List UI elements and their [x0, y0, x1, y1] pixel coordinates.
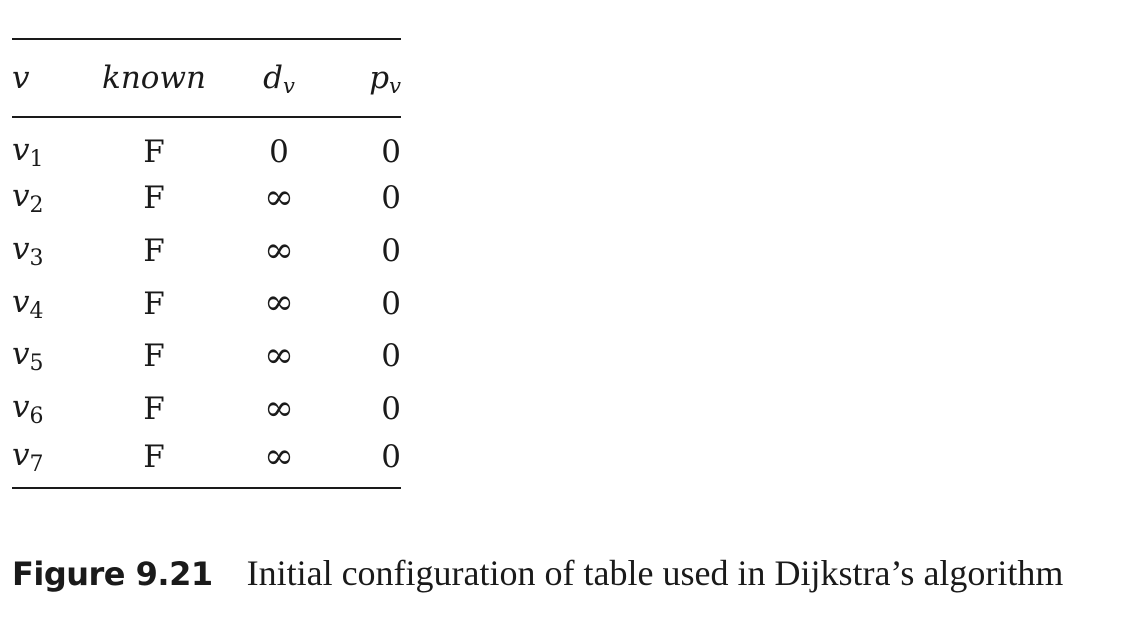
known-cell: F — [74, 277, 234, 330]
known-cell-value: F — [143, 233, 165, 270]
vertex-subscript: 1 — [29, 147, 44, 172]
path-cell: 0 — [324, 277, 401, 330]
table-row: v1 F 0 0 — [12, 117, 401, 172]
header-known-symbol: known — [102, 60, 206, 96]
vertex-subscript: 5 — [29, 351, 44, 377]
vertex-subscript: 4 — [29, 298, 44, 324]
distance-cell-value: 0 — [269, 134, 289, 170]
known-cell-value: F — [143, 391, 165, 428]
header-path-subscript: v — [389, 74, 401, 98]
table-row: v2 F ∞ 0 — [12, 172, 401, 225]
path-cell: 0 — [324, 435, 401, 488]
table-row: v4 F ∞ 0 — [12, 277, 401, 330]
distance-cell: ∞ — [234, 330, 324, 383]
path-cell-value: 0 — [381, 439, 401, 476]
vertex-subscript: 3 — [29, 246, 44, 272]
header-known: known — [74, 39, 234, 117]
distance-cell-value: ∞ — [264, 176, 294, 218]
known-cell: F — [74, 330, 234, 383]
distance-cell: ∞ — [234, 277, 324, 330]
path-cell-value: 0 — [381, 285, 401, 322]
vertex-cell: v7 — [12, 435, 74, 488]
header-vertex: v — [12, 39, 74, 117]
path-cell-value: 0 — [381, 180, 401, 217]
known-cell: F — [74, 172, 234, 225]
distance-cell: ∞ — [234, 172, 324, 225]
known-cell-value: F — [143, 338, 165, 375]
vertex-subscript: 7 — [29, 452, 44, 478]
known-cell-value: F — [143, 180, 165, 217]
vertex-cell: v3 — [12, 225, 74, 278]
known-cell-value: F — [143, 134, 165, 170]
header-row: v known dv pv — [12, 39, 401, 117]
vertex-name: v — [12, 231, 30, 268]
vertex-name: v — [12, 132, 30, 168]
vertex-cell: v6 — [12, 383, 74, 436]
known-cell-value: F — [143, 285, 165, 322]
table-row: v3 F ∞ 0 — [12, 225, 401, 278]
known-cell: F — [74, 435, 234, 488]
caption-label: Figure 9.21 — [12, 555, 213, 593]
vertex-name: v — [12, 336, 30, 373]
caption-text: Initial configuration of table used in D… — [246, 553, 1064, 593]
vertex-cell: v5 — [12, 330, 74, 383]
vertex-name: v — [12, 178, 30, 215]
vertex-subscript: 2 — [29, 193, 44, 219]
vertex-cell: v1 — [12, 117, 74, 172]
distance-cell: ∞ — [234, 435, 324, 488]
vertex-name: v — [12, 389, 30, 426]
figure-caption: Figure 9.21 Initial configuration of tabl… — [12, 552, 1063, 594]
table-row: v6 F ∞ 0 — [12, 383, 401, 436]
distance-cell: ∞ — [234, 225, 324, 278]
path-cell-value: 0 — [381, 233, 401, 270]
path-cell: 0 — [324, 117, 401, 172]
path-cell-value: 0 — [381, 338, 401, 375]
vertex-subscript: 6 — [29, 404, 44, 430]
vertex-name: v — [12, 283, 30, 320]
header-distance-symbol: d — [263, 60, 283, 96]
distance-cell: ∞ — [234, 383, 324, 436]
known-cell: F — [74, 117, 234, 172]
distance-cell-value: ∞ — [264, 435, 294, 477]
header-distance-subscript: v — [282, 74, 295, 98]
distance-cell-value: ∞ — [264, 387, 294, 429]
distance-cell: 0 — [234, 117, 324, 172]
vertex-cell: v4 — [12, 277, 74, 330]
distance-cell-value: ∞ — [264, 229, 294, 271]
table-row: v5 F ∞ 0 — [12, 330, 401, 383]
path-cell: 0 — [324, 383, 401, 436]
path-cell-value: 0 — [381, 391, 401, 428]
path-cell-value: 0 — [381, 134, 401, 170]
header-vertex-symbol: v — [12, 60, 30, 96]
header-path: pv — [324, 39, 401, 117]
header-distance: dv — [234, 39, 324, 117]
vertex-name: v — [12, 437, 30, 474]
path-cell: 0 — [324, 225, 401, 278]
distance-cell-value: ∞ — [264, 282, 294, 324]
table-row: v7 F ∞ 0 — [12, 435, 401, 488]
known-cell: F — [74, 225, 234, 278]
path-cell: 0 — [324, 330, 401, 383]
distance-cell-value: ∞ — [264, 334, 294, 376]
known-cell: F — [74, 383, 234, 436]
known-cell-value: F — [143, 439, 165, 476]
table-header: v known dv pv — [12, 39, 401, 117]
path-cell: 0 — [324, 172, 401, 225]
vertex-cell: v2 — [12, 172, 74, 225]
header-path-symbol: p — [369, 60, 390, 96]
